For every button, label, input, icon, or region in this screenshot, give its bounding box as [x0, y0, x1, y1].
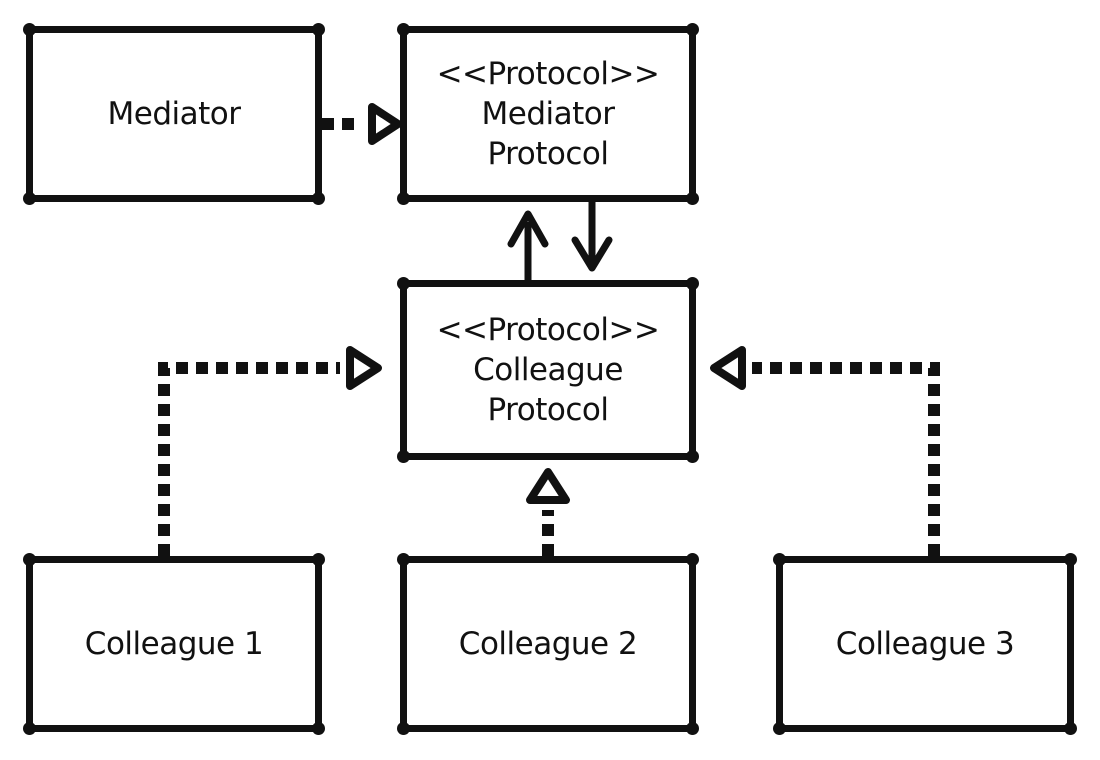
corner-dot [397, 23, 410, 36]
colleague-3-box: Colleague 3 [773, 553, 1077, 735]
colleague-protocol-name-line-1: Colleague [473, 351, 623, 388]
stereotype-label: <<Protocol>> [436, 311, 660, 348]
colleague-protocol-box: <<Protocol>> Colleague Protocol [397, 277, 699, 463]
colleague-1-label: Colleague 1 [84, 625, 264, 662]
corner-dot [312, 192, 325, 205]
connector-colleague-2-to-colleague-protocol [526, 468, 570, 556]
corner-dot [686, 277, 699, 290]
mediator-protocol-box: <<Protocol>> Mediator Protocol [397, 23, 699, 205]
colleague-1-box: Colleague 1 [23, 553, 325, 735]
corner-dot [1064, 722, 1077, 735]
corner-dot [312, 722, 325, 735]
corner-dot [686, 23, 699, 36]
mediator-protocol-name-line-1: Mediator [481, 95, 615, 132]
corner-dot [397, 450, 410, 463]
open-arrowhead-down [571, 236, 613, 272]
corner-dot [773, 553, 786, 566]
connector-mediator-protocol-to-colleague-protocol [571, 202, 613, 272]
hollow-triangle-arrowhead [710, 346, 746, 390]
hollow-triangle-arrowhead [346, 346, 382, 390]
connector-mediator-to-mediator-protocol [322, 103, 402, 145]
corner-dot [397, 722, 410, 735]
stereotype-label: <<Protocol>> [436, 55, 660, 92]
mediator-protocol-name-line-2: Protocol [487, 136, 609, 173]
corner-dot [686, 450, 699, 463]
colleague-2-label: Colleague 2 [458, 625, 638, 662]
corner-dot [23, 722, 36, 735]
corner-dot [23, 192, 36, 205]
connector-colleague-1-to-colleague-protocol [158, 346, 382, 556]
colleague-3-label: Colleague 3 [835, 625, 1015, 662]
mediator-box: Mediator [23, 23, 325, 205]
connector-colleague-protocol-to-mediator-protocol [507, 210, 549, 280]
corner-dot [397, 553, 410, 566]
corner-dot [312, 553, 325, 566]
open-arrowhead-up [507, 210, 549, 248]
corner-dot [686, 192, 699, 205]
corner-dot [1064, 553, 1077, 566]
hollow-triangle-arrowhead [368, 103, 402, 145]
corner-dot [686, 553, 699, 566]
colleague-2-box: Colleague 2 [397, 553, 699, 735]
mediator-label: Mediator [107, 95, 241, 132]
corner-dot [773, 722, 786, 735]
colleague-protocol-name-line-2: Protocol [487, 392, 609, 429]
corner-dot [397, 192, 410, 205]
corner-dot [23, 23, 36, 36]
corner-dot [23, 553, 36, 566]
corner-dot [397, 277, 410, 290]
corner-dot [686, 722, 699, 735]
corner-dot [312, 23, 325, 36]
connector-colleague-3-to-colleague-protocol [710, 346, 940, 556]
hollow-triangle-arrowhead [526, 468, 570, 504]
